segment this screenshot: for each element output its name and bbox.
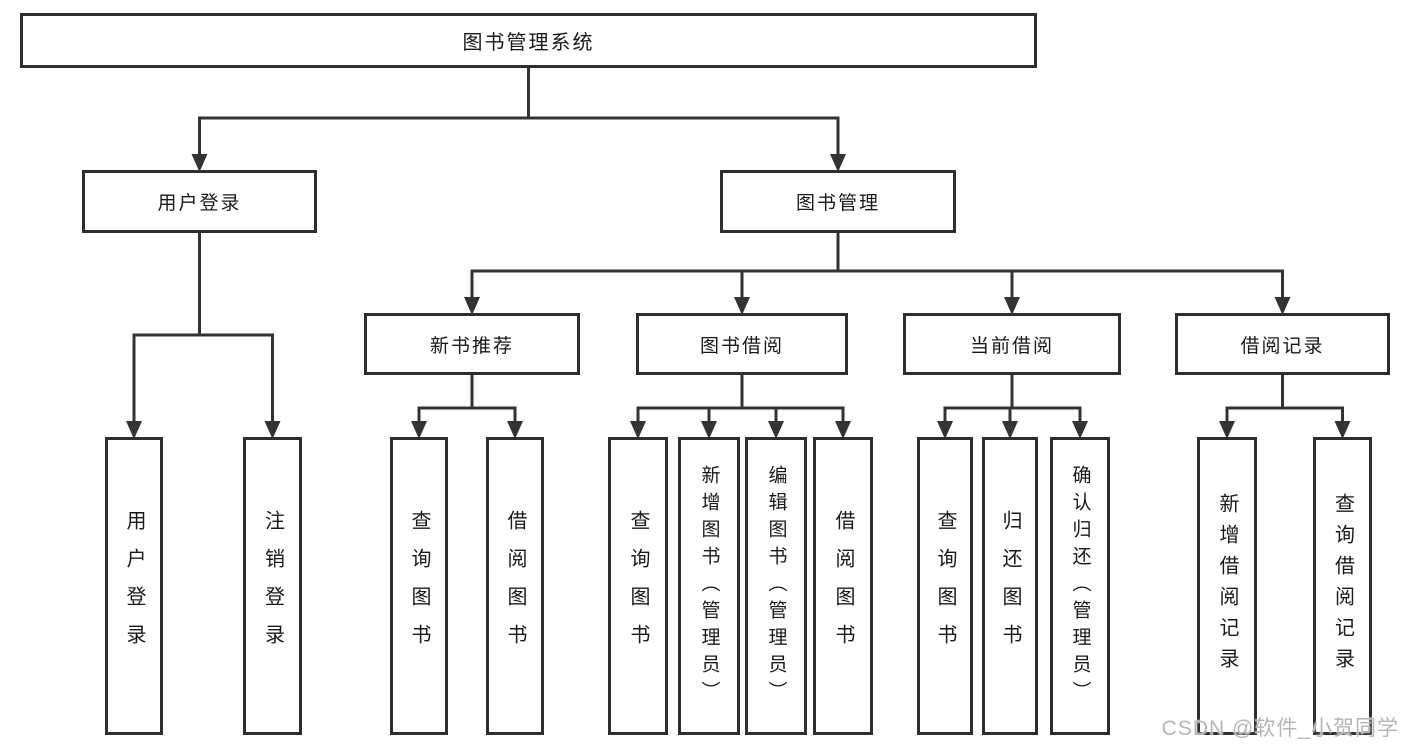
watermark: CSDN @软件_小贺同学 bbox=[1161, 717, 1399, 740]
node-borrow-records: 借阅记录 bbox=[1175, 313, 1390, 375]
node-login: 用户登录 bbox=[105, 437, 163, 735]
node-logout: 注销登录 bbox=[243, 437, 302, 735]
node-nbr-query-book: 查询图书 bbox=[390, 437, 448, 735]
node-book-mgmt: 图书管理 bbox=[720, 170, 956, 233]
node-root: 图书管理系统 bbox=[20, 13, 1037, 68]
node-book-borrow: 图书借阅 bbox=[636, 313, 848, 375]
node-bb-borrow-book: 借阅图书 bbox=[813, 437, 873, 735]
node-cb-confirm-return: 确认归还（管理员） bbox=[1050, 437, 1110, 735]
node-bb-query-book: 查询图书 bbox=[608, 437, 668, 735]
node-cb-query-book: 查询图书 bbox=[917, 437, 973, 735]
node-current-borrow: 当前借阅 bbox=[903, 313, 1121, 375]
node-br-add-record: 新增借阅记录 bbox=[1197, 437, 1257, 735]
node-user-login: 用户登录 bbox=[82, 170, 317, 233]
node-new-book-rec: 新书推荐 bbox=[364, 313, 580, 375]
node-bb-edit-book: 编辑图书（管理员） bbox=[745, 437, 807, 735]
node-nbr-borrow-book: 借阅图书 bbox=[486, 437, 544, 735]
node-bb-add-book: 新增图书（管理员） bbox=[678, 437, 740, 735]
node-cb-return-book: 归还图书 bbox=[982, 437, 1038, 735]
node-br-query-record: 查询借阅记录 bbox=[1313, 437, 1372, 735]
